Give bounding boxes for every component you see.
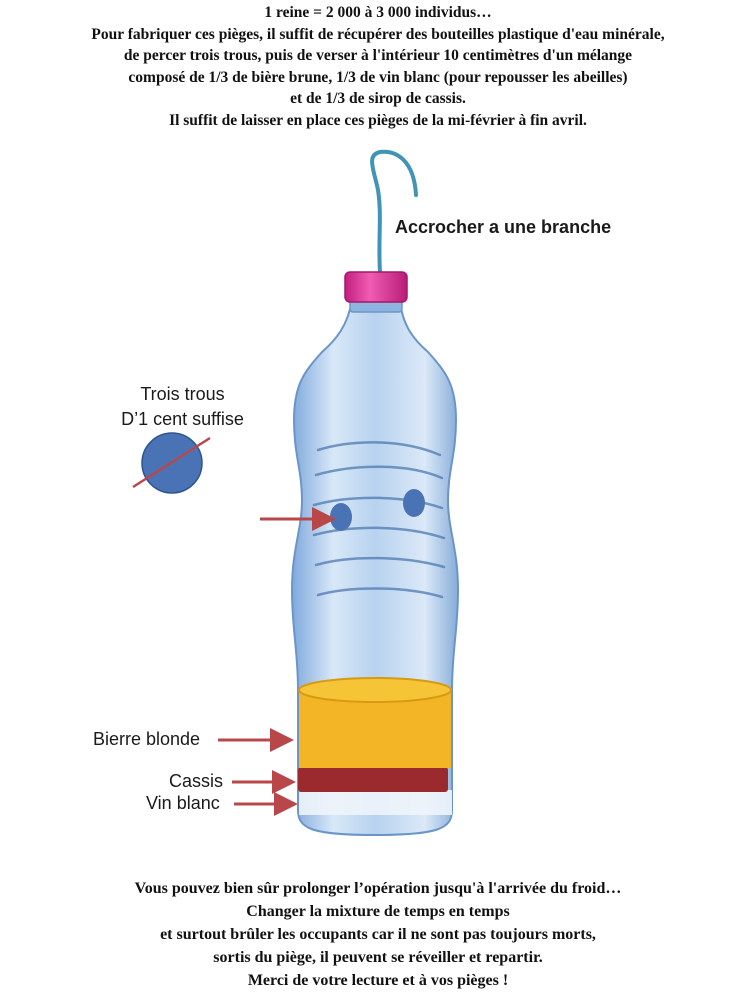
cassis-label: Cassis: [169, 771, 224, 791]
intro-line: composé de 1/3 de bière brune, 1/3 de vi…: [128, 68, 628, 86]
wine-label: Vin blanc: [146, 793, 220, 813]
beer-layer: [299, 690, 451, 768]
hole-size-line: [132, 436, 211, 489]
holes-label-line: D’1 cent suffise: [121, 409, 244, 429]
outro-line: Merci de votre lecture et à vos pièges !: [247, 972, 509, 989]
holes-label-line: Trois trous: [140, 384, 225, 404]
bottle-cap: [344, 271, 408, 303]
outro-line: Changer la mixture de temps en temps: [246, 903, 510, 920]
hook-label: Accrocher a une branche: [395, 217, 612, 237]
beer-surface: [298, 677, 452, 703]
intro-line: de percer trois trous, puis de verser à …: [123, 47, 633, 64]
bottle-hole: [403, 489, 425, 517]
intro-line: 1 reine = 2 000 à 3 000 individus…: [264, 4, 492, 21]
outro-text: Vous pouvez bien sûr prolonger l’opérati…: [0, 877, 756, 992]
bottle-hole: [330, 503, 352, 531]
outro-line: Vous pouvez bien sûr prolonger l’opérati…: [134, 880, 622, 897]
intro-line: et de 1/3 de sirop de cassis.: [290, 90, 466, 107]
cassis-layer: [298, 767, 448, 792]
outro-line: sortis du piège, il peuvent se réveiller…: [213, 949, 543, 966]
bottle-ribs: [312, 441, 446, 599]
holes-label: Trois trous D’1 cent suffise: [100, 382, 265, 432]
hook-string: [370, 149, 418, 274]
wine-layer: [299, 790, 452, 815]
intro-line: Il suffit de laisser en place ces pièges…: [169, 111, 587, 129]
outro-line: et surtout brûler les occupants car il n…: [160, 926, 596, 943]
intro-line: Pour fabriquer ces pièges, il suffit de …: [91, 25, 665, 43]
beer-label: Bierre blonde: [93, 729, 201, 749]
intro-text: 1 reine = 2 000 à 3 000 individus… Pour …: [0, 2, 756, 131]
